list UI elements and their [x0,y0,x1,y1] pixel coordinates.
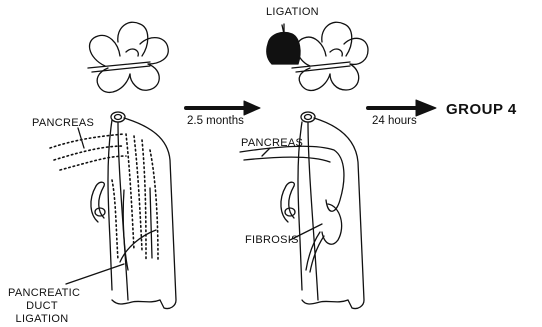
arrow-2-5-months [186,101,260,115]
pancreas-label-right: PANCREAS [241,138,303,149]
duration-label-first: 2.5 months [187,116,244,128]
duration-label-second: 24 hours [372,116,417,128]
duct-ligation-label-line1: PANCREATIC [8,288,76,299]
right-organ-outline [267,22,368,90]
fibrosis-label: FIBROSIS [245,235,299,246]
pancreas-label-left: PANCREAS [32,118,94,129]
leader-pancreas-left [78,128,84,148]
duct-ligation-label-line2: DUCT [8,301,76,312]
left-duodenum-drawing [91,112,176,309]
left-pancreas-stipple [50,134,158,260]
left-organ-outline [88,22,168,92]
duct-ligation-label-line3: LIGATION [8,314,76,325]
arrow-24-hours [368,100,436,116]
leader-duct-ligation [66,264,124,284]
ligated-lobe [267,32,300,64]
ligation-label: LIGATION [266,7,319,18]
group-label: GROUP 4 [446,102,517,117]
